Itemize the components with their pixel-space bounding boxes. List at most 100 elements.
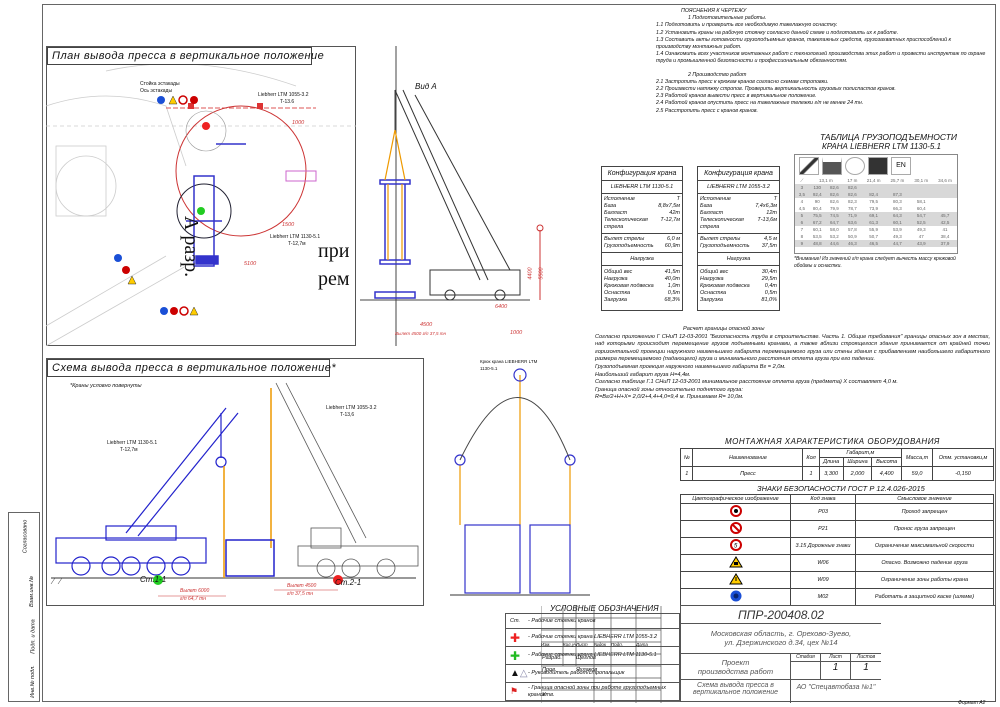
developer-name: Щеглов bbox=[576, 655, 596, 661]
cfg-label: Телескопическая стрела bbox=[700, 217, 744, 230]
note-1-2: 1.2 Установить краны на рабочую стоянку … bbox=[656, 29, 899, 36]
cfg-label: База bbox=[604, 203, 617, 209]
plan-safety-signs-left bbox=[114, 254, 137, 285]
falling-load-warning-icon bbox=[728, 556, 743, 570]
load-cell: 53,5 bbox=[812, 234, 822, 239]
plan-text-pri: при bbox=[318, 240, 350, 262]
legend-item: ▲△- Руководитель работ/стропальщик bbox=[506, 665, 679, 683]
view-a-title: Вид А bbox=[415, 82, 437, 91]
col-code: Код знака bbox=[790, 494, 856, 504]
role-developer: Разраб. bbox=[542, 655, 562, 661]
boom-config-icon[interactable] bbox=[799, 157, 819, 175]
load-cell: 90 bbox=[814, 199, 820, 204]
cfg-value: 60,9т bbox=[664, 243, 680, 249]
notes-block: ПОЯСНЕНИЯ К ЧЕРТЕЖУ 1 Подготовительные р… bbox=[656, 8, 986, 115]
sign-image bbox=[680, 588, 791, 606]
note-2-5: 2.5 Расстропить пресс с кранов кранов. bbox=[656, 107, 759, 114]
binding-replaced: Взам.инв.№ bbox=[28, 576, 35, 607]
calc-p5: Граница опасной зоны относительно поднят… bbox=[595, 386, 743, 393]
col-image: Цветографическое изображение bbox=[680, 494, 791, 504]
col-header: 30,1 m bbox=[914, 178, 929, 183]
sign-code: P03 bbox=[790, 503, 856, 521]
dim-5100: 5100 bbox=[244, 261, 257, 267]
load-cell: 44,7 bbox=[885, 240, 910, 247]
load-cell: 7 bbox=[800, 227, 804, 232]
cfg-label: Балласт bbox=[700, 210, 724, 216]
no-pedestrians-icon bbox=[729, 505, 742, 519]
load-cell: 71,9 bbox=[842, 212, 862, 219]
load-cell: 46,3 bbox=[842, 240, 862, 247]
no-entry-icon bbox=[729, 522, 742, 536]
view-a-dim-4500: 4500 bbox=[420, 322, 433, 328]
load-cell: 82,4 bbox=[861, 191, 886, 198]
legend-text: - Рабочие стоянки кранов bbox=[528, 617, 596, 624]
legend-title: УСЛОВНЫЕ ОБОЗНАЧЕНИЯ bbox=[550, 604, 659, 613]
cfg-label: Грузоподъемность bbox=[604, 243, 654, 249]
note-2-4: 2.4 Работой кранов опустить пресс на так… bbox=[656, 100, 864, 107]
view-a-dim-6400: 6400 bbox=[495, 304, 508, 310]
sign-meaning: Опасно. Возможно падение груза bbox=[855, 554, 994, 572]
load-table-title: ТАБЛИЦА ГРУЗОПОДЪЕМНОСТИ bbox=[820, 132, 957, 142]
scheme-note: *Краны условно повернуты bbox=[70, 383, 142, 389]
cfg-value: 41,5т bbox=[664, 269, 680, 275]
address-line2: ул. Дзержинского д.34, цех №14 bbox=[724, 638, 838, 647]
cfg-value: 42т bbox=[669, 210, 680, 216]
load-cell: 53,2 bbox=[830, 234, 839, 239]
load-cell bbox=[909, 184, 934, 191]
sign-code: P21 bbox=[790, 520, 856, 538]
cfg-label: Общий вес bbox=[700, 269, 729, 275]
load-cell: 47 bbox=[918, 234, 924, 239]
project-name: Проект производства работ bbox=[681, 654, 791, 680]
col-date: Дата bbox=[636, 642, 648, 647]
load-cell: 9 bbox=[795, 240, 809, 247]
load-cell: 5 bbox=[795, 212, 809, 219]
scheme-view-drawing bbox=[50, 382, 419, 597]
hook-label: Крюк крана LIEBHERR LTM 1130-5.1 bbox=[480, 359, 538, 371]
col-name: Наименование bbox=[692, 448, 804, 467]
load-cell: 79,5 bbox=[869, 199, 878, 204]
label-crane1130-t: T-12,7м bbox=[288, 241, 306, 247]
cfg-value: 40,0т bbox=[664, 276, 680, 282]
cfg-label: Загрузка bbox=[700, 297, 723, 303]
load-cell: 80,3 bbox=[893, 199, 902, 204]
col-height: Высота bbox=[871, 457, 902, 467]
load-cell bbox=[933, 184, 957, 191]
doc-code: ППР-200408.02 bbox=[681, 606, 881, 624]
scheme-crane-left-t: T-12,7м bbox=[120, 447, 138, 453]
calc-p1: Согласно приложению Г СНиП 12-03-2001 "Б… bbox=[595, 333, 990, 363]
sign-image bbox=[680, 520, 791, 538]
load-cell: 75,5 bbox=[808, 212, 826, 219]
load-cell: 8 bbox=[800, 234, 804, 239]
col-width: Ширина bbox=[842, 457, 873, 467]
equipment-table-title: МОНТАЖНАЯ ХАРАКТЕРИСТИКА ОБОРУДОВАНИЯ bbox=[725, 437, 940, 446]
stand-2-1-marker bbox=[333, 575, 343, 585]
config-load-title: Нагрузка bbox=[698, 253, 779, 266]
load-cell: 64,3 bbox=[885, 212, 910, 219]
cfg-label: Балласт bbox=[604, 210, 628, 216]
hook-view-drawing bbox=[450, 368, 590, 596]
load-cell: 52,5 bbox=[909, 219, 934, 226]
radius-header-icon: ⟋ bbox=[800, 178, 804, 183]
legend-item: Ст.- Рабочие стоянки кранов bbox=[506, 614, 679, 629]
slewing-icon[interactable] bbox=[845, 157, 865, 175]
view-a-dim-5500: 5500 bbox=[538, 267, 545, 280]
stand-2-1-label: Ст.2-1 bbox=[335, 578, 362, 587]
cfg-value: 6,0 м bbox=[667, 236, 680, 242]
sign-image bbox=[680, 571, 791, 589]
load-cell: 63,6 bbox=[842, 219, 862, 226]
cfg-label: Крюковая подвеска bbox=[700, 283, 750, 289]
cfg-label: Исполнение bbox=[604, 196, 635, 202]
load-cell: 4 bbox=[800, 199, 804, 204]
load-cell: 58,1 bbox=[916, 199, 926, 204]
label-crane1130: Liebherr LTM 1130-5.1 bbox=[270, 234, 321, 240]
outrigger-icon[interactable] bbox=[822, 157, 842, 175]
counterweight-icon[interactable] bbox=[868, 157, 888, 175]
revision-grid bbox=[541, 606, 662, 703]
language-button[interactable]: EN bbox=[891, 157, 911, 175]
sign-image bbox=[680, 503, 791, 521]
scheme-crane-right: Liebherr LTM 1055-3.2 bbox=[326, 405, 377, 411]
